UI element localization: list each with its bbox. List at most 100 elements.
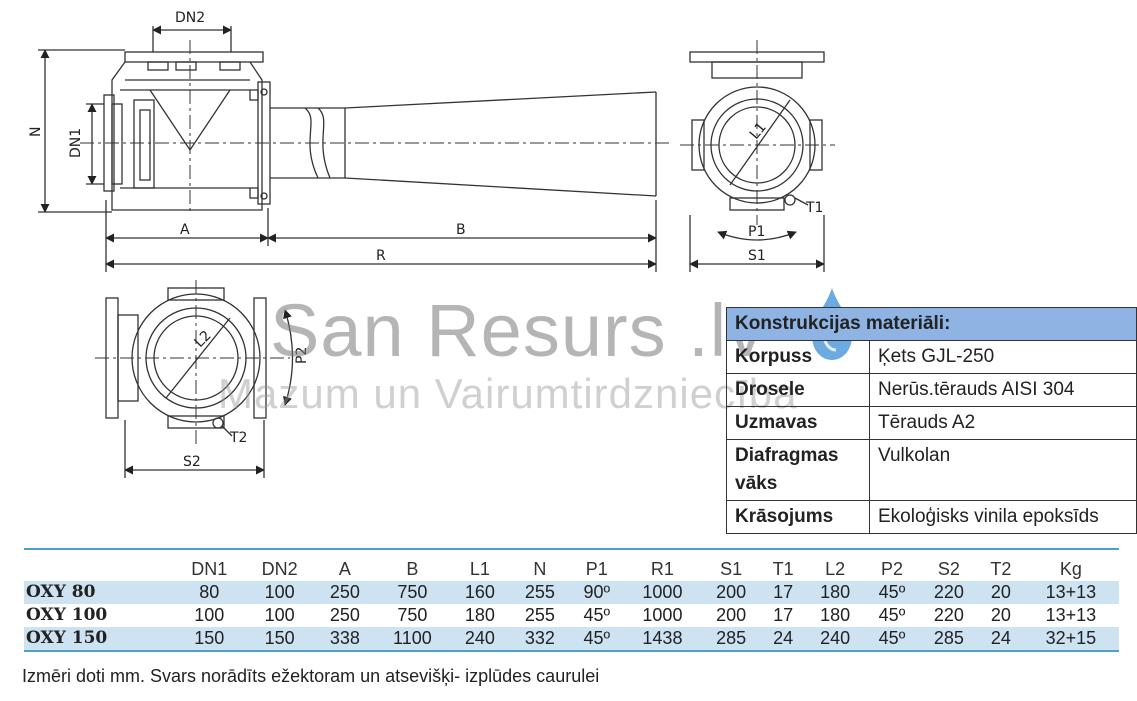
table-cell: 255 [509, 581, 570, 604]
column-header: DN2 [261, 559, 298, 579]
technical-drawing: DN2 DN1 N A B R L1 T1 P1 S1 L2 P2 T2 S2 [28, 10, 835, 478]
column-header: L2 [825, 559, 846, 579]
table-cell: 250 [314, 581, 375, 604]
label-s2: S2 [183, 454, 201, 470]
table-row: OXY 80 80 100 250 750 160 255 90º 1000 2… [24, 581, 1119, 604]
table-cell: 45º [865, 627, 919, 651]
dimensions-header-row: DN1 DN2 A B L1 N P1 R1 S1 T1 L2 P2 S2 T2… [24, 549, 1119, 581]
label-a: A [180, 222, 190, 238]
label-dn1: DN1 [68, 128, 84, 158]
materials-row: Korpuss Ķets GJL-250 [726, 340, 1137, 374]
label-r: R [376, 248, 386, 264]
table-cell: 180 [464, 605, 495, 625]
materials-title: Konstrukcijas materiāli: [726, 307, 1137, 341]
model-cell: OXY 80 [24, 581, 175, 604]
table-cell: 220 [933, 605, 964, 625]
material-value: Tērauds A2 [869, 406, 1137, 440]
table-cell: 20 [978, 581, 1023, 604]
material-key: Uzmavas [726, 406, 870, 440]
table-cell: 24 [978, 627, 1023, 651]
materials-row: Drosele Nerūs.tērauds AISI 304 [726, 373, 1137, 407]
watermark-brand: San Resurs .lv [270, 289, 766, 372]
column-header: N [533, 559, 547, 579]
table-cell: 100 [264, 605, 295, 625]
column-header: S1 [720, 559, 743, 579]
table-cell: 338 [314, 627, 375, 651]
column-header: T2 [990, 559, 1012, 579]
material-value: Ekoloģisks vinila epoksīds [869, 500, 1137, 534]
column-header: A [338, 559, 351, 579]
table-cell: 750 [397, 605, 428, 625]
material-key: Diafragmas vāks [726, 439, 870, 501]
table-cell: 200 [701, 581, 762, 604]
table-cell: 80 [174, 581, 245, 604]
material-value: Nerūs.tērauds AISI 304 [869, 373, 1137, 407]
table-cell: 250 [329, 605, 360, 625]
column-header: DN1 [191, 559, 228, 579]
table-cell: 750 [374, 581, 450, 604]
table-cell: 285 [918, 627, 979, 651]
material-key: Krāsojums [726, 500, 870, 534]
label-l2: L2 [192, 328, 215, 351]
label-n: N [28, 127, 44, 137]
table-cell: 285 [701, 627, 762, 651]
material-value: Ķets GJL-250 [869, 340, 1137, 374]
table-cell: 45º [583, 605, 611, 625]
material-key: Drosele [726, 373, 870, 407]
table-cell: 180 [820, 605, 851, 625]
table-cell: 240 [805, 627, 866, 651]
column-header [24, 549, 174, 581]
model-cell: OXY 100 [26, 605, 108, 625]
materials-header: Konstrukcijas materiāli: [726, 307, 1137, 341]
table-cell: 100 [194, 605, 225, 625]
watermark-tagline: Mazum un Vairumtirdzniecība [218, 370, 798, 417]
materials-row: Diafragmas vāks Vulkolan [726, 439, 1137, 501]
table-cell: 1000 [642, 605, 683, 625]
column-header: B [406, 559, 419, 579]
materials-row: Uzmavas Tērauds A2 [726, 406, 1137, 440]
label-b: B [456, 222, 466, 238]
table-cell: 45º [878, 605, 906, 625]
material-value: Vulkolan [869, 439, 1137, 501]
table-cell: 1000 [623, 581, 702, 604]
column-header: P1 [585, 559, 608, 579]
table-cell: 1438 [623, 627, 702, 651]
column-header: P2 [880, 559, 903, 579]
label-dn2: DN2 [175, 10, 205, 26]
table-cell: 200 [716, 605, 747, 625]
label-s1: S1 [748, 248, 766, 264]
table-cell: 100 [244, 581, 315, 604]
table-cell: 150 [174, 627, 245, 651]
table-cell: 255 [524, 605, 555, 625]
label-t2: T2 [229, 430, 247, 446]
table-cell: 160 [449, 581, 510, 604]
table-cell: 180 [805, 581, 866, 604]
model-cell: OXY 150 [24, 627, 175, 651]
table-cell: 240 [449, 627, 510, 651]
materials-table: Konstrukcijas materiāli: Korpuss Ķets GJ… [726, 307, 1137, 534]
column-header: T1 [772, 559, 794, 579]
table-row: OXY 100 100 100 250 750 180 255 45º 1000… [24, 604, 1119, 627]
table-cell: 32+15 [1022, 627, 1119, 651]
label-p1: P1 [748, 224, 765, 240]
table-cell: 13+13 [1045, 605, 1097, 625]
materials-row: Krāsojums Ekoloģisks vinila epoksīds [726, 500, 1137, 534]
label-p2: P2 [294, 347, 310, 364]
column-header: Kg [1059, 559, 1082, 579]
table-cell: 13+13 [1022, 581, 1119, 604]
table-cell: 45º [569, 627, 624, 651]
footnote: Izmēri doti mm. Svars norādīts ežektoram… [22, 666, 600, 686]
table-cell: 20 [990, 605, 1011, 625]
label-t1: T1 [805, 200, 823, 216]
label-l1: L1 [747, 119, 770, 142]
table-cell: 17 [761, 581, 806, 604]
dimensions-table: DN1 DN2 A B L1 N P1 R1 S1 T1 L2 P2 S2 T2… [24, 548, 1119, 652]
table-row: OXY 150 150 150 338 1100 240 332 45º 143… [24, 627, 1119, 651]
column-header: S2 [937, 559, 960, 579]
table-cell: 24 [761, 627, 806, 651]
material-key: Korpuss [726, 340, 870, 374]
column-header: R1 [650, 559, 674, 579]
side-view [103, 51, 657, 211]
table-cell: 332 [509, 627, 570, 651]
column-header: L1 [469, 559, 490, 579]
